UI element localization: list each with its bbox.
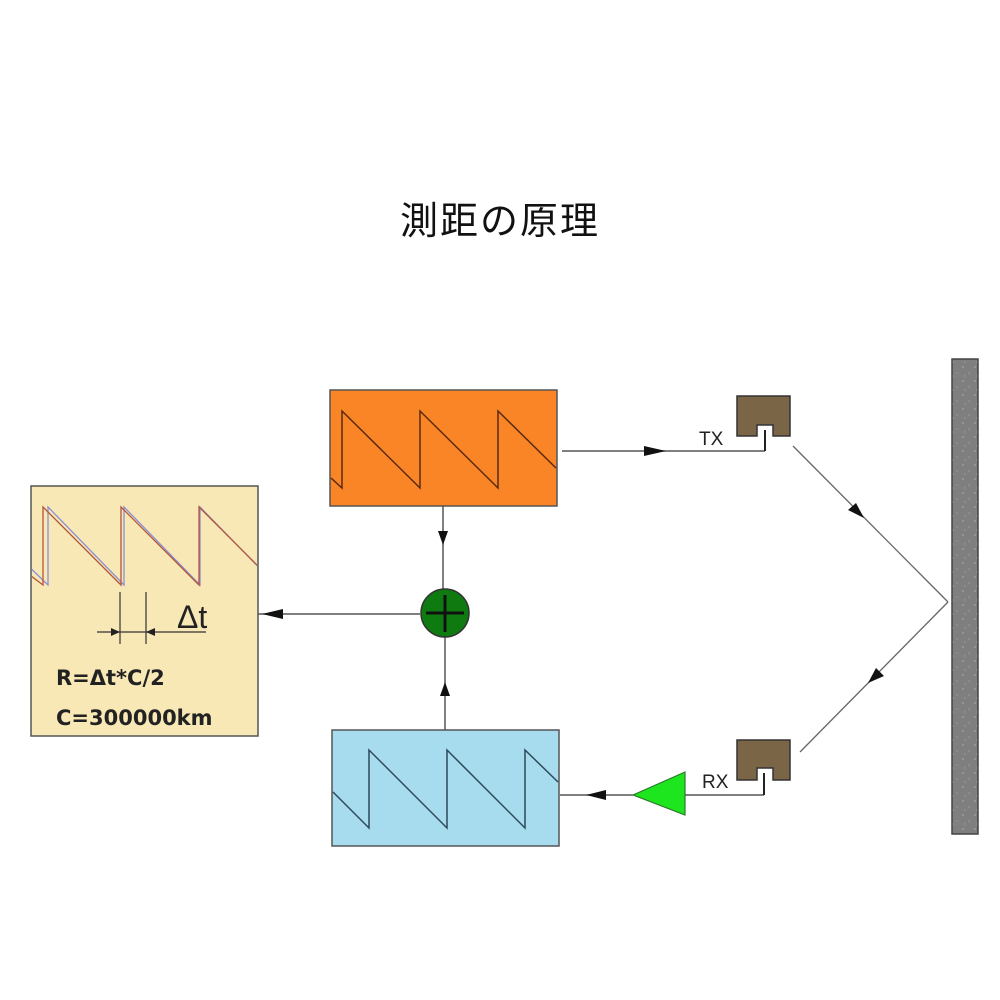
amplifier-icon: [631, 771, 686, 816]
diagram-title: 測距の原理: [399, 199, 600, 243]
transmit-block-background: [329, 389, 558, 507]
received-wave-trace: [32, 505, 257, 587]
result-panel: Δt R=Δt*C/2 C=300000km: [30, 485, 259, 737]
tx-label: TX: [699, 429, 724, 450]
transmit-sawtooth-wave: [330, 409, 557, 490]
outgoing-beam: [792, 445, 949, 603]
delta-t-label: Δt: [177, 599, 207, 635]
tx-to-mixer-arrowhead: [438, 531, 448, 545]
delta-t-arrowhead-right: [146, 628, 155, 636]
delta-t-arrowhead-left: [111, 628, 120, 636]
mixer-icon: [420, 588, 470, 638]
transmit-signal-block: [329, 389, 558, 507]
outgoing-beam-arrowhead: [848, 503, 864, 518]
speed-formula: C=300000km: [56, 706, 213, 730]
rx-antenna-icon: [736, 739, 791, 781]
rx-to-mixer-arrowhead: [440, 682, 450, 696]
mixer-to-panel-arrowhead: [262, 609, 283, 619]
result-panel-background: [30, 485, 259, 737]
reflected-beam-arrowhead: [868, 668, 884, 683]
range-formula: R=Δt*C/2: [56, 666, 165, 690]
receive-signal-block: [331, 729, 560, 847]
amp-to-rx-block-arrowhead: [586, 790, 606, 800]
tx-feed-arrowhead: [644, 446, 666, 456]
reflector-target: [951, 358, 979, 835]
transmitted-wave-trace: [32, 505, 257, 587]
receive-sawtooth-wave: [332, 748, 559, 830]
rx-label: RX: [702, 772, 729, 793]
tx-antenna-icon: [736, 395, 791, 437]
